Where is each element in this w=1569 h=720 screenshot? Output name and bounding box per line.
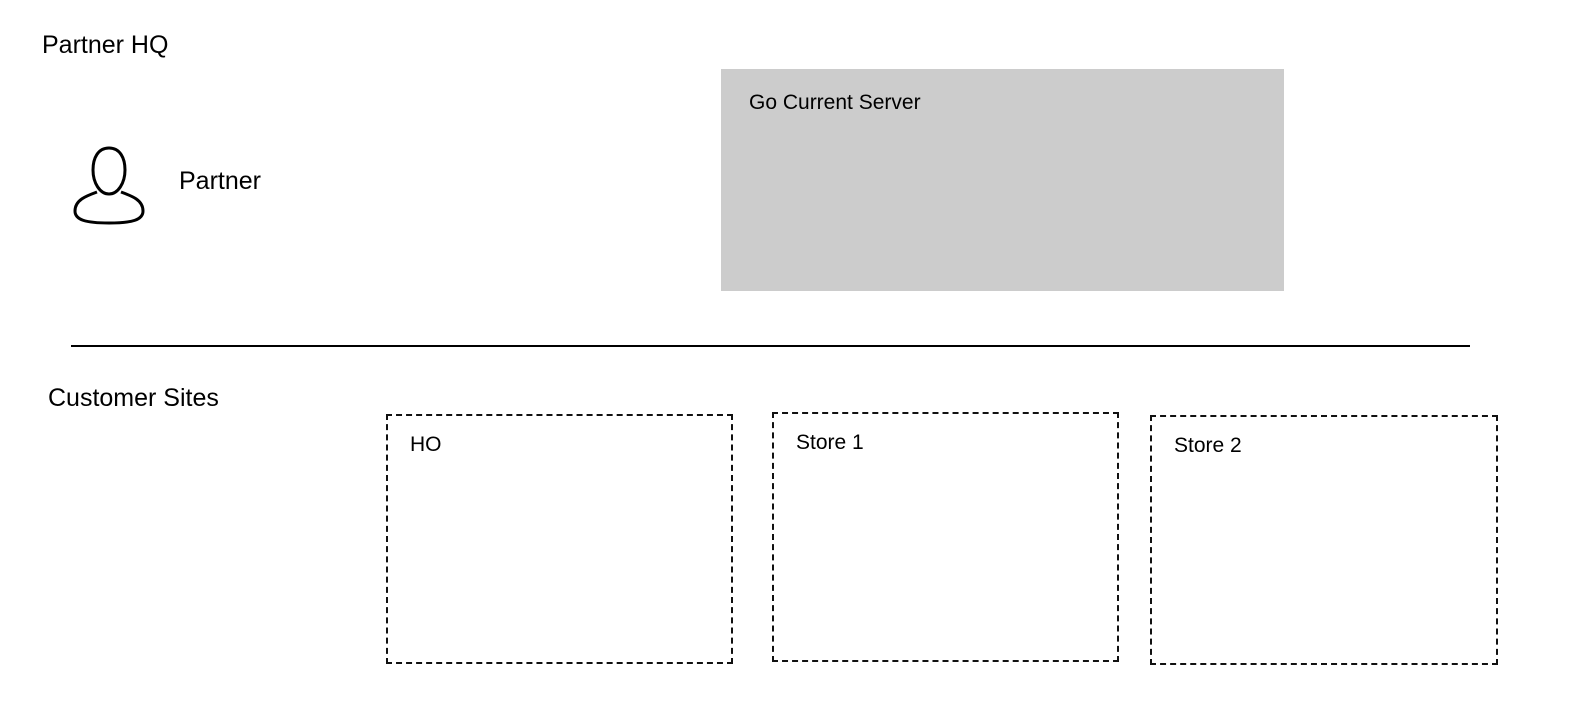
partner-label: Partner [179, 167, 261, 195]
site-label-store-1: Store 1 [796, 431, 864, 454]
customer-sites-heading: Customer Sites [48, 384, 219, 412]
go-current-server-label: Go Current Server [749, 91, 921, 114]
site-box-store-1: Store 1 [772, 412, 1119, 662]
section-divider [71, 345, 1470, 347]
site-label-ho: HO [410, 433, 442, 456]
site-box-store-2: Store 2 [1150, 415, 1498, 665]
partner-hq-heading: Partner HQ [42, 31, 169, 59]
site-box-ho: HO [386, 414, 733, 664]
go-current-server-box: Go Current Server [721, 69, 1284, 291]
person-icon [73, 146, 145, 225]
site-label-store-2: Store 2 [1174, 434, 1242, 457]
